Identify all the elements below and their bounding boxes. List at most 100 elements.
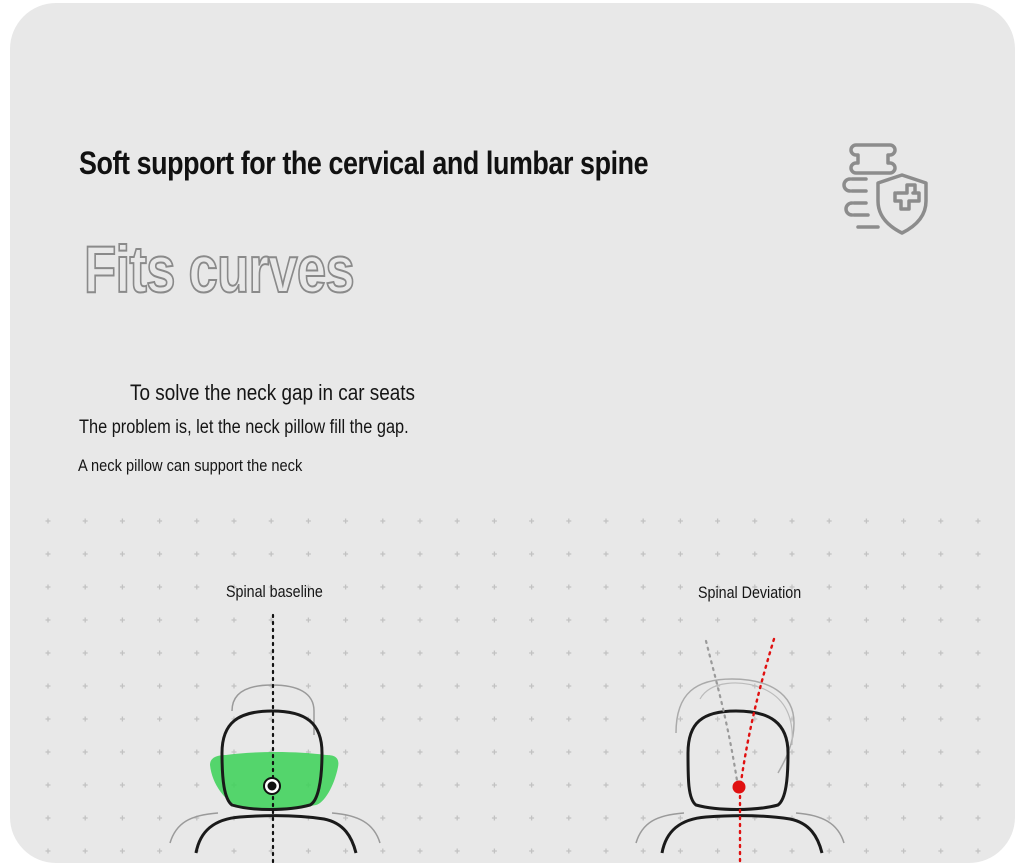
grid-dot <box>975 848 981 854</box>
grid-dot <box>194 518 200 524</box>
grid-dot <box>715 848 721 854</box>
grid-dot <box>826 518 832 524</box>
grid-dot <box>380 650 386 656</box>
grid-dot <box>715 650 721 656</box>
grid-dot <box>380 551 386 557</box>
grid-dot <box>82 782 88 788</box>
grid-dot <box>491 848 497 854</box>
grid-dot <box>975 749 981 755</box>
grid-dot <box>491 683 497 689</box>
baseline-headrest <box>220 709 324 811</box>
grid-dot <box>268 551 274 557</box>
grid-dot <box>529 749 535 755</box>
grid-dot <box>45 584 51 590</box>
deviation-seat <box>660 814 824 854</box>
grid-dot <box>305 518 311 524</box>
grid-dot <box>901 650 907 656</box>
grid-dot <box>789 617 795 623</box>
grid-dot <box>529 848 535 854</box>
grid-dot <box>826 551 832 557</box>
grid-dot <box>343 518 349 524</box>
grid-dot <box>45 650 51 656</box>
grid-dot <box>640 749 646 755</box>
grid-dot <box>305 584 311 590</box>
grid-dot <box>45 815 51 821</box>
grid-dot <box>380 848 386 854</box>
grid-dot <box>752 749 758 755</box>
grid-dot <box>752 782 758 788</box>
deviation-point <box>732 780 746 794</box>
grid-dot <box>566 584 572 590</box>
grid-dot <box>566 617 572 623</box>
grid-dot <box>417 650 423 656</box>
grid-dot <box>529 650 535 656</box>
grid-dot <box>119 683 125 689</box>
grid-dot <box>566 716 572 722</box>
grid-dot <box>715 716 721 722</box>
grid-dot <box>82 518 88 524</box>
dot-grid <box>45 518 981 854</box>
grid-dot <box>603 617 609 623</box>
grid-dot <box>454 848 460 854</box>
grid-dot <box>268 617 274 623</box>
grid-dot <box>194 650 200 656</box>
grid-dot <box>566 815 572 821</box>
grid-dot <box>305 650 311 656</box>
grid-dot <box>82 584 88 590</box>
deviation-figure <box>635 637 845 863</box>
grid-dot <box>975 683 981 689</box>
deviation-line <box>738 637 776 863</box>
grid-dot <box>826 848 832 854</box>
grid-dot <box>343 749 349 755</box>
grid-dot <box>789 683 795 689</box>
grid-dot <box>157 683 163 689</box>
deviation-head-ghost-2 <box>699 682 793 746</box>
grid-dot <box>863 518 869 524</box>
grid-dot <box>826 815 832 821</box>
grid-dot <box>380 518 386 524</box>
grid-dot <box>417 584 423 590</box>
grid-dot <box>901 551 907 557</box>
grid-dot <box>454 617 460 623</box>
grid-dot <box>529 584 535 590</box>
grid-dot <box>45 782 51 788</box>
grid-dot <box>194 683 200 689</box>
grid-dot <box>566 848 572 854</box>
grid-dot <box>863 815 869 821</box>
grid-dot <box>901 617 907 623</box>
grid-dot <box>938 716 944 722</box>
grid-dot <box>826 584 832 590</box>
intro-line-1: To solve the neck gap in car seats <box>130 380 416 405</box>
grid-dot <box>529 551 535 557</box>
grid-dot <box>417 551 423 557</box>
label-spinal-baseline: Spinal baseline <box>226 582 323 601</box>
grid-dot <box>417 518 423 524</box>
grid-dot <box>454 551 460 557</box>
grid-dot <box>603 848 609 854</box>
grid-dot <box>45 749 51 755</box>
grid-dot <box>45 551 51 557</box>
grid-dot <box>715 782 721 788</box>
grid-dot <box>343 848 349 854</box>
grid-dot <box>491 749 497 755</box>
grid-dot <box>491 518 497 524</box>
grid-dot <box>231 848 237 854</box>
grid-dot <box>901 584 907 590</box>
grid-dot <box>603 683 609 689</box>
grid-dot <box>826 617 832 623</box>
grid-dot <box>529 683 535 689</box>
grid-dot <box>343 815 349 821</box>
deviation-ghost-line <box>704 639 740 789</box>
grid-dot <box>640 815 646 821</box>
grid-dot <box>380 716 386 722</box>
intro-line-3: A neck pillow can support the neck <box>78 456 303 475</box>
grid-dot <box>938 650 944 656</box>
grid-dot <box>566 650 572 656</box>
grid-dot <box>640 782 646 788</box>
grid-dot <box>157 782 163 788</box>
grid-dot <box>454 749 460 755</box>
grid-dot <box>119 782 125 788</box>
grid-dot <box>677 848 683 854</box>
grid-dot <box>380 584 386 590</box>
grid-dot <box>863 782 869 788</box>
